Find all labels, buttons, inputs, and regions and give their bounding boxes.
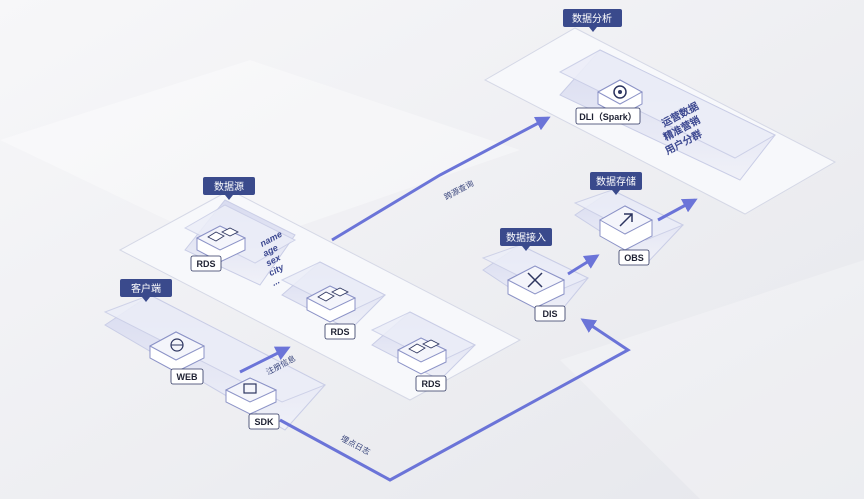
spark-icon-dot: [618, 90, 622, 94]
label-rds-1-text: RDS: [196, 259, 215, 269]
dli-node[interactable]: [596, 79, 644, 117]
spark-icon: [613, 85, 627, 99]
tag-client-label: 客户端: [131, 282, 161, 295]
tag-storage-label: 数据存储: [596, 175, 636, 188]
tag-source: 数据源: [203, 177, 255, 200]
label-dli-text: DLI（Spark）: [579, 112, 637, 122]
obs-node[interactable]: [598, 205, 654, 251]
label-rds-3-text: RDS: [421, 379, 440, 389]
tag-analysis: 数据分析: [563, 9, 622, 32]
label-obs: OBS: [618, 249, 650, 266]
database-icon: [408, 343, 426, 354]
rds-node-3[interactable]: [396, 337, 448, 375]
tag-storage: 数据存储: [590, 172, 642, 195]
stream-icon: [527, 272, 543, 288]
label-dis-text: DIS: [542, 309, 557, 319]
label-rds-1: RDS: [190, 255, 222, 272]
label-rds-2-text: RDS: [330, 327, 349, 337]
rds-field: ...: [270, 275, 281, 287]
label-sdk-text: SDK: [254, 417, 274, 427]
obs-to-dli-arrow: [657, 198, 698, 222]
tag-ingest: 数据接入: [500, 228, 552, 251]
database-icon: [221, 227, 239, 237]
label-sdk: SDK: [248, 413, 280, 430]
flow-lines: [239, 116, 698, 482]
rds-node-2[interactable]: [305, 285, 357, 323]
label-dis: DIS: [534, 305, 566, 322]
tag-client: 客户端: [120, 279, 172, 302]
tag-analysis-label: 数据分析: [572, 12, 612, 25]
sdk-node[interactable]: [224, 377, 278, 415]
tag-ingest-label: 数据接入: [506, 231, 546, 244]
sdk-icon: [243, 383, 257, 394]
label-web-text: WEB: [177, 372, 198, 382]
label-web: WEB: [170, 368, 204, 385]
background-plane: [0, 60, 520, 250]
database-icon: [317, 291, 335, 302]
label-dli: DLI（Spark）: [575, 107, 641, 125]
dli-platform: [558, 49, 777, 181]
label-rds-3: RDS: [415, 375, 447, 392]
rds-node-1[interactable]: [195, 225, 247, 263]
database-icon: [207, 231, 225, 242]
dis-node[interactable]: [506, 265, 566, 309]
label-rds-2: RDS: [324, 323, 356, 340]
label-obs-text: OBS: [624, 253, 644, 263]
background-plane: [560, 260, 864, 499]
cross-source-query-arrow: [331, 116, 551, 242]
tag-source-label: 数据源: [214, 180, 244, 193]
register-info-arrow: [239, 346, 291, 374]
database-icon: [331, 287, 349, 297]
web-node[interactable]: [148, 331, 206, 373]
upload-arrow-icon: [619, 213, 633, 227]
dis-to-obs-arrow: [567, 254, 600, 276]
event-log-arrow: [279, 318, 631, 482]
database-icon: [422, 339, 440, 349]
